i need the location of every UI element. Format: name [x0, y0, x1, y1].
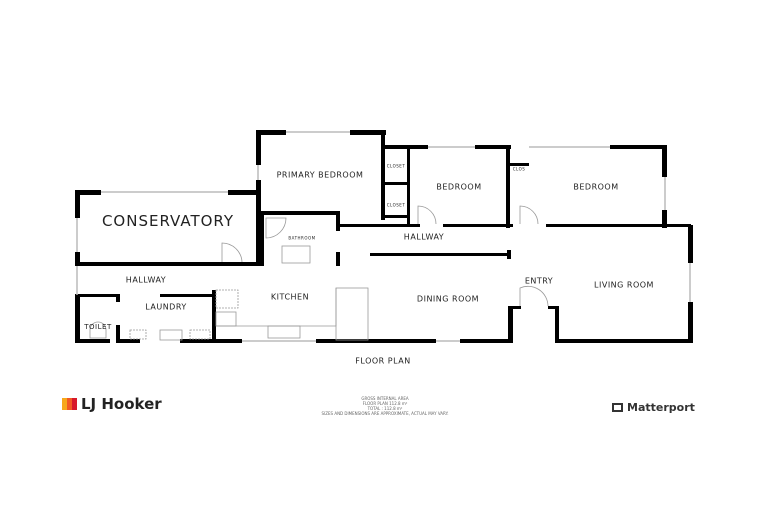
- room-label-bedroom: BEDROOM: [573, 182, 619, 192]
- agency-name: LJ Hooker: [81, 395, 162, 413]
- room-label-entry: ENTRY: [524, 276, 554, 286]
- room-label-dining-room: DINING ROOM: [416, 294, 480, 304]
- room-label-kitchen: KITCHEN: [270, 292, 310, 302]
- room-label-conservatory: CONSERVATORY: [101, 212, 235, 230]
- room-label-closet: CLOSET: [386, 202, 406, 208]
- room-label-toilet: TOILET: [84, 323, 112, 331]
- provider-name: Matterport: [627, 401, 695, 414]
- room-label-bathroom: BATHROOM: [288, 235, 316, 241]
- area-summary: GROSS INTERNAL AREA FLOOR PLAN 112.8 m² …: [300, 396, 470, 416]
- room-label-hallway: HALLWAY: [403, 232, 445, 242]
- room-label-primary-bedroom: PRIMARY BEDROOM: [276, 170, 364, 180]
- doors-fixtures: [89, 205, 549, 341]
- room-label-closet: CLOSET: [386, 163, 406, 169]
- area-floor-plan: FLOOR PLAN 112.8 m²: [362, 401, 408, 406]
- area-total: TOTAL : 112.8 m²: [367, 406, 403, 411]
- walls: [75, 130, 693, 343]
- area-heading: GROSS INTERNAL AREA: [361, 396, 409, 401]
- room-label-closet: CLOS: [512, 166, 526, 172]
- windows: [76, 131, 691, 342]
- lj-hooker-logo: LJ Hooker: [62, 395, 162, 413]
- floor-plan-title: FLOOR PLAN: [355, 356, 411, 366]
- room-label-living-room: LIVING ROOM: [594, 280, 654, 290]
- room-label-hallway: HALLWAY: [125, 275, 167, 285]
- area-disclaimer: SIZES AND DIMENSIONS ARE APPROXIMATE, AC…: [321, 411, 449, 416]
- matterport-icon: [612, 403, 623, 412]
- room-label-bedroom: BEDROOM: [436, 182, 482, 192]
- matterport-logo: Matterport: [612, 401, 695, 414]
- room-label-laundry: LAUNDRY: [145, 302, 187, 312]
